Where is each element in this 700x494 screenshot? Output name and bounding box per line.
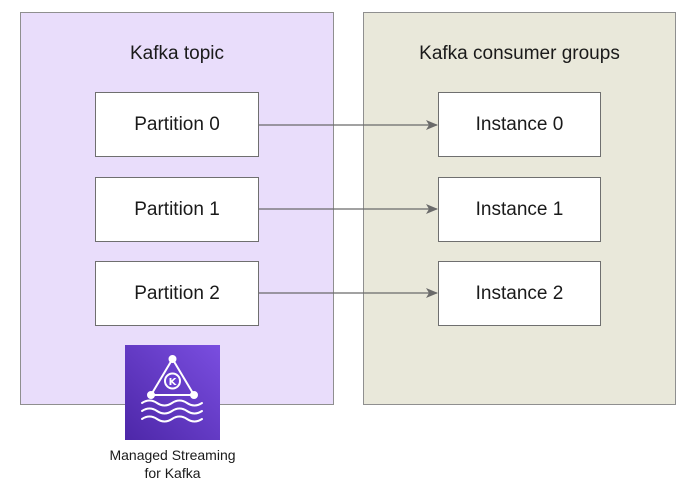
- managed-streaming-kafka-logo: K: [125, 345, 220, 440]
- managed-streaming-kafka-caption: Managed Streaming for Kafka: [90, 446, 255, 482]
- partition-0-node: Partition 0: [95, 92, 259, 157]
- kafka-stream-icon: K: [141, 355, 203, 423]
- kafka-consumer-groups-title: Kafka consumer groups: [419, 43, 620, 64]
- instance-1-node: Instance 1: [438, 177, 601, 242]
- caption-line-1: Managed Streaming: [109, 447, 236, 463]
- instance-2-node: Instance 2: [438, 261, 601, 326]
- logo-letter: K: [169, 377, 178, 388]
- instance-0-node: Instance 0: [438, 92, 601, 157]
- kafka-topic-title: Kafka topic: [130, 43, 224, 64]
- partition-1-node: Partition 1: [95, 177, 259, 242]
- partition-2-node: Partition 2: [95, 261, 259, 326]
- caption-line-2: for Kafka: [144, 465, 201, 481]
